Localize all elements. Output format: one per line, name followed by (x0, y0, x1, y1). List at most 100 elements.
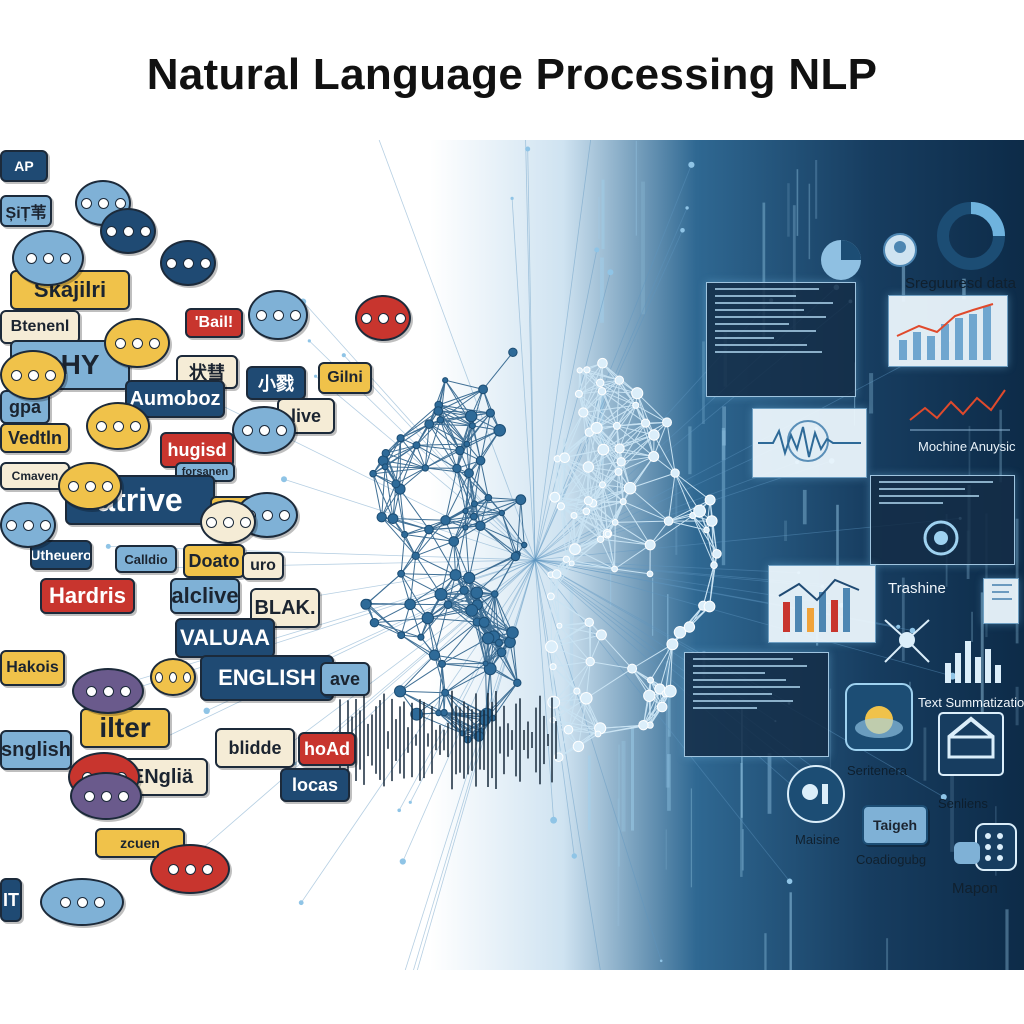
data-stream-bar (652, 578, 654, 636)
network-node (360, 598, 372, 610)
data-stream-bar (1005, 909, 1009, 970)
network-edge (443, 712, 480, 737)
network-edge (554, 496, 589, 502)
ray-particle (510, 196, 514, 200)
light-ray (534, 140, 592, 561)
network-node (562, 555, 570, 563)
data-stream-bar (767, 753, 772, 814)
network-node (482, 660, 489, 667)
data-stream-bar (901, 249, 906, 302)
network-edge (400, 573, 442, 595)
ray-particle (399, 858, 406, 865)
network-edge (485, 642, 500, 664)
network-edge (438, 410, 491, 414)
network-edge (415, 555, 442, 595)
network-edge (494, 593, 513, 633)
network-node (496, 647, 507, 658)
network-edge (614, 521, 651, 546)
network-edge (578, 393, 618, 427)
network-node (585, 656, 595, 667)
speech-bubble: alclive (170, 578, 240, 614)
speech-bubble: IT (0, 878, 22, 922)
network-node (556, 502, 566, 511)
network-edge (477, 604, 511, 643)
network-node (623, 481, 637, 495)
network-edge (645, 422, 655, 457)
network-node (578, 407, 589, 418)
network-edge (400, 410, 439, 439)
network-edge (438, 712, 463, 734)
network-node (424, 419, 435, 430)
network-edge (399, 489, 406, 535)
ray-particle (659, 959, 663, 963)
page-title: Natural Language Processing NLP (146, 50, 878, 99)
network-node (670, 468, 680, 478)
machine-analysis-label: Mochine Anuysic (918, 439, 1016, 454)
network-node (632, 401, 640, 409)
network-edge (445, 468, 458, 521)
data-stream-bar (740, 763, 743, 877)
network-edge (552, 661, 591, 668)
network-edge (445, 519, 481, 527)
network-edge (552, 719, 601, 729)
speech-bubble: locas (280, 768, 350, 802)
network-edge (520, 499, 525, 546)
network-edge (578, 379, 620, 395)
donut-chart-icon (937, 202, 1005, 270)
network-edge (590, 661, 633, 670)
network-node (443, 600, 453, 610)
network-edge (601, 390, 636, 406)
network-node (475, 455, 486, 466)
network-edge (438, 404, 473, 427)
coadiogubg-label: Coadiogubg (856, 852, 927, 867)
network-node (683, 621, 696, 633)
network-node (638, 720, 649, 731)
network-edge (620, 461, 624, 502)
network-edge (428, 423, 461, 451)
ray-particle (298, 900, 304, 906)
network-edge (674, 472, 694, 516)
network-node (491, 590, 499, 598)
network-edge (399, 690, 445, 714)
network-node (643, 689, 656, 702)
network-edge (456, 468, 475, 517)
network-edge (564, 457, 589, 501)
network-edge (473, 512, 502, 518)
code-panel-bottom (684, 652, 829, 757)
network-edge (614, 522, 616, 570)
network-node (563, 724, 574, 735)
network-edge (614, 568, 651, 575)
network-node (412, 441, 421, 450)
light-ray (398, 559, 536, 811)
speech-bubble: ave (320, 662, 370, 696)
data-stream-bar (587, 755, 591, 831)
network-edge (440, 594, 478, 623)
network-edge (445, 503, 475, 521)
network-edge (552, 719, 599, 735)
network-edge (480, 412, 491, 461)
network-node (584, 617, 594, 627)
network-edge (602, 484, 609, 535)
network-node (569, 543, 581, 556)
network-edge (444, 663, 486, 694)
network-edge (492, 682, 518, 719)
typing-bubble-icon (0, 350, 66, 400)
network-edge (602, 448, 621, 486)
network-edge (565, 515, 575, 560)
network-node (424, 524, 434, 535)
network-edge (445, 379, 484, 390)
data-stream-bar (787, 183, 790, 237)
network-node (470, 500, 478, 508)
typing-bubble-icon (0, 502, 56, 548)
network-node (508, 347, 518, 358)
network-edge (400, 573, 429, 619)
network-edge (568, 729, 599, 735)
network-edge (568, 690, 578, 730)
cloud-icon (845, 683, 913, 751)
network-node (440, 515, 451, 526)
network-node (627, 663, 638, 674)
network-node (396, 434, 405, 443)
network-edge (438, 663, 443, 713)
network-edge (587, 432, 590, 468)
